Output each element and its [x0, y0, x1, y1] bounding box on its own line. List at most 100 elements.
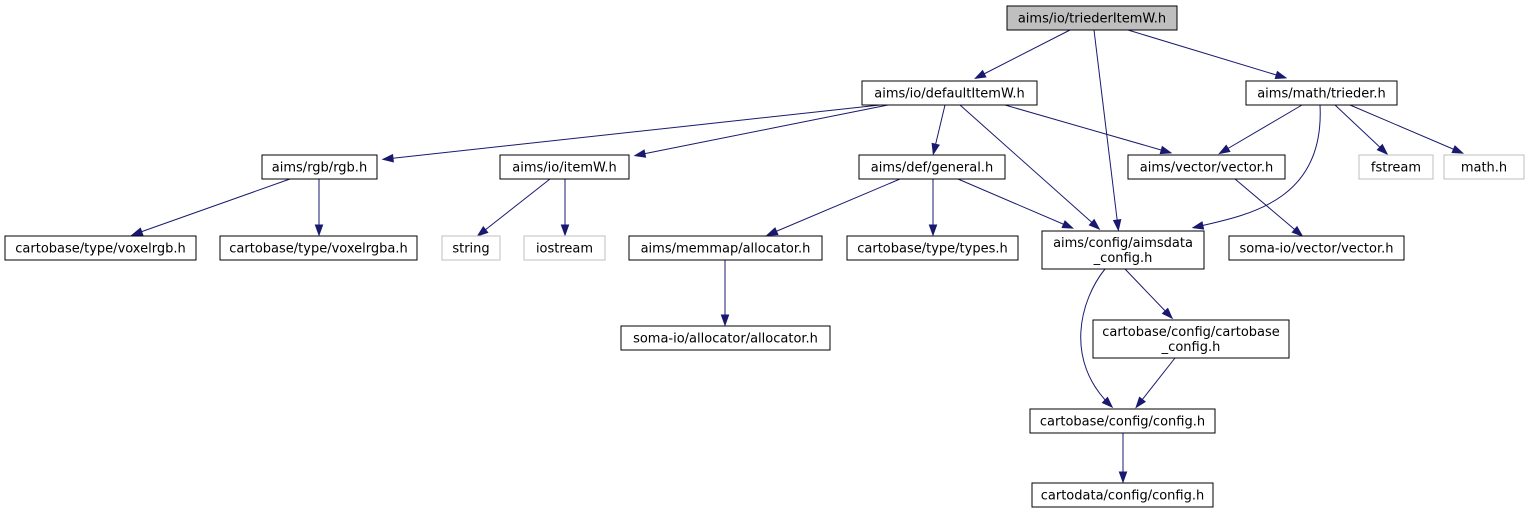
- node-label: aims/io/triederItemW.h: [1018, 12, 1166, 27]
- node-box: [1041, 230, 1205, 270]
- arrowhead: [130, 227, 144, 236]
- node-label: cartobase/config/cartobase: [1102, 325, 1280, 340]
- edge-vector-to-somavector: [1234, 178, 1304, 237]
- node-box: [261, 154, 378, 180]
- edge-line: [1221, 104, 1303, 153]
- edge-line: [1093, 29, 1119, 228]
- arrowhead: [1291, 225, 1304, 237]
- edge-line: [1234, 178, 1301, 235]
- node-label: aims/io/itemW.h: [512, 161, 616, 176]
- node-label: cartobase/type/voxelrgba.h: [229, 242, 407, 257]
- edge-line: [134, 178, 291, 235]
- node-aims-vector-vector-h[interactable]: aims/vector/vector.h: [1127, 154, 1286, 180]
- node-box: [499, 154, 630, 180]
- edge-line: [1004, 104, 1169, 153]
- node-box: [1443, 154, 1525, 180]
- node-label: soma-io/vector/vector.h: [1239, 242, 1393, 257]
- edge-trieder-to-aimsdata: [1191, 104, 1321, 230]
- node-box: [620, 325, 831, 351]
- node-box: [846, 235, 1019, 261]
- arrowhead: [1159, 145, 1173, 155]
- edge-line: [959, 104, 1098, 228]
- node-box: [858, 154, 1006, 180]
- node-cartobase-config-config-h[interactable]: cartobase/config/config.h: [1029, 408, 1216, 434]
- node-aims-memmap-allocator-h[interactable]: aims/memmap/allocator.h: [628, 235, 823, 261]
- arrowhead: [1061, 220, 1075, 229]
- node-label: iostream: [536, 242, 593, 257]
- arrowhead: [1191, 221, 1205, 230]
- edge-line: [977, 29, 1071, 78]
- node-box: [219, 235, 418, 261]
- node-aims-rgb-rgb-h[interactable]: aims/rgb/rgb.h: [261, 154, 378, 180]
- edge-line: [1349, 104, 1461, 153]
- arrowhead: [560, 224, 570, 237]
- arrowhead: [1101, 396, 1114, 409]
- edge-line: [957, 178, 1071, 228]
- arrowhead: [931, 142, 940, 156]
- arrowhead: [765, 227, 779, 236]
- edge-line: [933, 104, 946, 152]
- node-box: [1031, 482, 1214, 508]
- edge-trieder-to-math: [1349, 104, 1465, 154]
- edge-defaultItemW-to-itemW: [633, 104, 889, 158]
- edge-root-to-defaultItemW: [974, 29, 1071, 80]
- edge-line: [1195, 104, 1321, 228]
- node-string: string: [441, 235, 501, 261]
- node-box: [1029, 408, 1216, 434]
- node-aims-io-itemw-h[interactable]: aims/io/itemW.h: [499, 154, 630, 180]
- node-aims-def-general-h[interactable]: aims/def/general.h: [858, 154, 1006, 180]
- arrowhead: [928, 224, 938, 237]
- arrowhead: [1118, 471, 1128, 484]
- node-cartobase-type-voxelrgb-h[interactable]: cartobase/type/voxelrgb.h: [4, 235, 197, 261]
- node-aims-io-defaultitemw-h[interactable]: aims/io/defaultItemW.h: [861, 80, 1038, 106]
- node-box: [1006, 5, 1178, 31]
- node-label: aims/rgb/rgb.h: [272, 161, 367, 176]
- arrowhead: [381, 153, 394, 163]
- node-soma-io-allocator-allocator-h[interactable]: soma-io/allocator/allocator.h: [620, 325, 831, 351]
- node-fstream: fstream: [1358, 154, 1434, 180]
- arrowhead: [974, 69, 987, 80]
- arrowhead: [1161, 307, 1174, 320]
- arrowhead: [720, 314, 730, 327]
- node-label: cartobase/type/types.h: [857, 242, 1007, 257]
- edges-layer: [130, 29, 1465, 484]
- node-label: cartobase/type/voxelrgb.h: [15, 242, 185, 257]
- node-label: soma-io/allocator/allocator.h: [633, 332, 818, 347]
- node-cartodata-config-config-h[interactable]: cartodata/config/config.h: [1031, 482, 1214, 508]
- node-label: fstream: [1371, 161, 1421, 176]
- node-aims-math-trieder-h[interactable]: aims/math/trieder.h: [1245, 80, 1398, 106]
- edge-defaultItemW-to-general: [931, 104, 946, 156]
- edge-general-to-types: [928, 179, 938, 237]
- node-label: string: [452, 242, 489, 257]
- node-cartobase-type-types-h[interactable]: cartobase/type/types.h: [846, 235, 1019, 261]
- edge-config-to-cartodataconfig: [1118, 433, 1128, 484]
- edge-line: [1334, 104, 1386, 153]
- node-box: [628, 235, 823, 261]
- node-label: _config.h: [1161, 340, 1221, 355]
- node-soma-io-vector-vector-h[interactable]: soma-io/vector/vector.h: [1228, 235, 1405, 261]
- node-box: [1127, 154, 1286, 180]
- node-aims-io-triederitemw-h[interactable]: aims/io/triederItemW.h: [1006, 5, 1178, 31]
- edge-itemW-to-string: [476, 178, 551, 237]
- arrowhead: [314, 224, 324, 237]
- node-box: [861, 80, 1038, 106]
- nodes-layer: aims/io/triederItemW.h aims/io/defaultIte…: [4, 5, 1525, 508]
- node-box: [523, 235, 606, 261]
- node-cartobase-config-cartobase-config-h[interactable]: cartobase/config/cartobase_config.h: [1092, 319, 1290, 359]
- edge-root-to-aimsdata: [1093, 29, 1122, 232]
- node-label: _config.h: [1093, 251, 1153, 266]
- edge-root-to-trieder: [1127, 29, 1288, 79]
- edge-line: [769, 178, 901, 235]
- node-label: cartodata/config/config.h: [1041, 489, 1204, 504]
- node-label: aims/def/general.h: [871, 161, 993, 176]
- edge-defaultItemW-to-rgb: [381, 104, 881, 163]
- edge-general-to-allocator: [765, 178, 901, 236]
- edge-line: [637, 104, 889, 156]
- node-label: math.h: [1461, 161, 1507, 176]
- arrowhead: [476, 225, 489, 237]
- node-label: aims/io/defaultItemW.h: [874, 87, 1024, 102]
- node-cartobase-type-voxelrgba-h[interactable]: cartobase/type/voxelrgba.h: [219, 235, 418, 261]
- node-aims-config-aimsdata-config-h[interactable]: aims/config/aimsdata_config.h: [1041, 230, 1205, 270]
- arrowhead: [1451, 145, 1465, 154]
- edge-trieder-to-fstream: [1334, 104, 1389, 156]
